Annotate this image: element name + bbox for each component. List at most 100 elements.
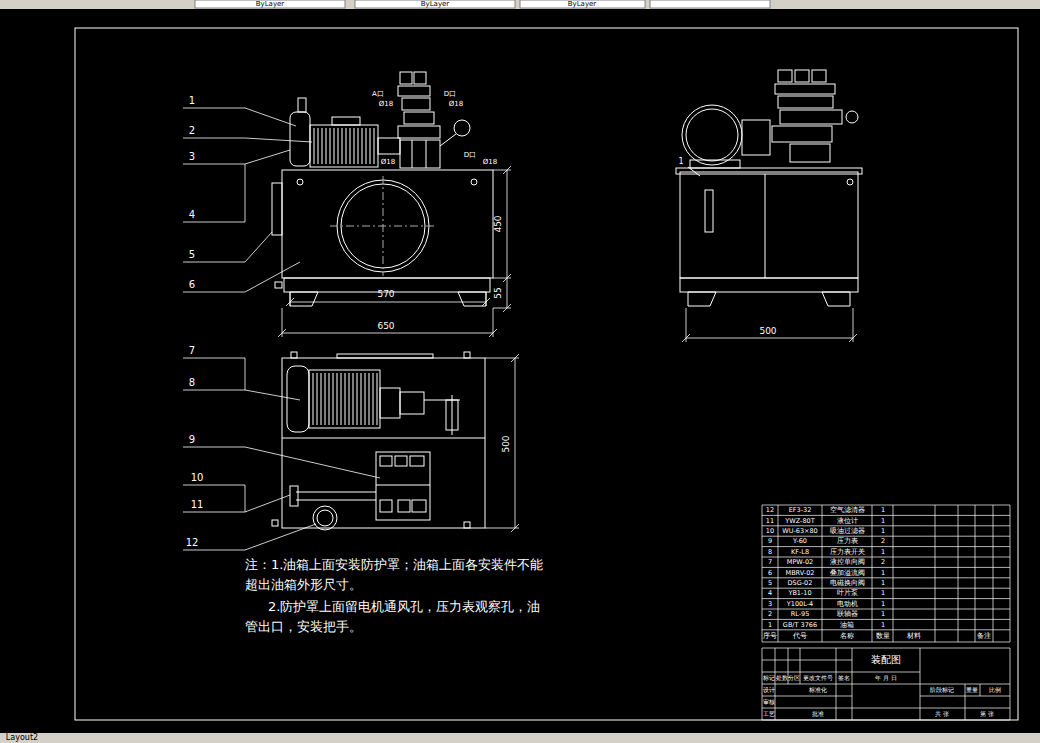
- table-cell: 2: [881, 559, 885, 566]
- callout-number: 8: [189, 378, 195, 388]
- table-cell: 3: [768, 601, 772, 608]
- port-label: A口: [372, 91, 384, 98]
- table-cell: 1: [768, 621, 772, 628]
- table-cell: 1: [881, 580, 885, 587]
- table-cell: EF3-32: [789, 507, 812, 514]
- table-cell: 2: [768, 611, 772, 618]
- dimension-text: 450: [494, 215, 503, 232]
- table-cell: 8: [768, 549, 772, 556]
- drawing-frame: [75, 28, 1018, 720]
- table-cell: 1: [881, 528, 885, 535]
- table-cell: GB/T 3766: [783, 621, 817, 628]
- dimension-text: 570: [377, 290, 394, 299]
- table-cell: RL-95: [791, 611, 810, 618]
- table-cell: 9: [768, 538, 772, 545]
- title-block-cell: 处数: [776, 675, 788, 681]
- front-view: [272, 72, 493, 306]
- table-header: 材料: [907, 633, 921, 640]
- table-cell: 油箱: [840, 621, 854, 628]
- table-cell: 电动机: [837, 601, 858, 608]
- title-block-cell: 共 张: [935, 711, 949, 717]
- title-block-cell: 比例: [989, 687, 1001, 693]
- callout-number: 2: [189, 126, 195, 136]
- title-block-cell: 第 张: [980, 711, 994, 717]
- toolbar-text: ByLayer: [568, 1, 596, 8]
- callout-number: 12: [186, 538, 199, 548]
- toolbar-text: ByLayer: [421, 1, 449, 8]
- dimension-text: 650: [377, 322, 394, 331]
- title-block-cell: 标记: [763, 675, 775, 681]
- title-block-cell: 工艺: [763, 711, 775, 717]
- table-cell: 12: [766, 507, 774, 514]
- table-header: 代号: [793, 633, 807, 640]
- layout-tab: Layout2: [6, 734, 38, 742]
- table-cell: KF-L8: [791, 549, 809, 556]
- table-cell: MBRV-02: [786, 569, 815, 576]
- drawing-title: 装配图: [871, 655, 901, 665]
- port-label: Ø18: [483, 159, 497, 166]
- table-cell: DSG-02: [788, 580, 813, 587]
- title-block-cell: 审核: [763, 699, 775, 705]
- table-cell: 10: [766, 528, 774, 535]
- callout-number: 1: [678, 158, 683, 166]
- dimension-lines: [278, 166, 857, 532]
- title-block-cell: 设计: [763, 687, 775, 693]
- table-cell: 1: [881, 611, 885, 618]
- title-block-cell: 年 月 日: [875, 675, 897, 681]
- table-cell: 7: [768, 559, 772, 566]
- callout-number: 3: [189, 152, 195, 162]
- table-cell: 1: [881, 507, 885, 514]
- port-label: Ø18: [449, 101, 463, 108]
- table-cell: 叶片泵: [837, 590, 858, 597]
- dimension-text: 500: [759, 327, 776, 336]
- note-text: 注：1.油箱上面安装防护罩；油箱上面各安装件不能超出油箱外形尺寸。: [245, 555, 545, 595]
- port-label: D口: [464, 152, 476, 159]
- callout-number: 6: [189, 280, 195, 290]
- port-label: D口: [444, 91, 456, 98]
- table-cell: Y100L-4: [787, 601, 813, 608]
- dimension-text: 500: [502, 435, 511, 452]
- note-text: 2.防护罩上面留电机通风孔，压力表观察孔，油管出口，安装把手。: [245, 597, 545, 637]
- table-header: 序号: [763, 633, 777, 640]
- callout-number: 1: [189, 96, 195, 106]
- table-header: 名称: [840, 633, 854, 640]
- table-cell: Y-60: [793, 538, 807, 545]
- table-cell: 1: [881, 590, 885, 597]
- title-block-cell: 分区: [788, 675, 800, 681]
- callout-number: 10: [191, 473, 204, 483]
- callout-number: 5: [189, 250, 195, 260]
- table-cell: 2: [881, 538, 885, 545]
- toolbar-text: ByLayer: [256, 1, 284, 8]
- table-cell: 6: [768, 569, 772, 576]
- table-cell: 压力表: [837, 538, 858, 545]
- table-cell: 1: [881, 549, 885, 556]
- parts-table-grid: [762, 505, 1010, 720]
- table-cell: 叠加溢流阀: [830, 569, 865, 576]
- table-cell: WU-63×80: [782, 528, 818, 535]
- table-cell: 1: [881, 621, 885, 628]
- title-block-cell: 签名: [838, 675, 850, 681]
- table-cell: 联轴器: [837, 611, 858, 618]
- callout-number: 7: [189, 346, 195, 356]
- port-label: Ø18: [379, 101, 393, 108]
- table-cell: YWZ-80T: [785, 517, 814, 524]
- callout-number: 11: [191, 500, 204, 510]
- side-view: [676, 70, 862, 306]
- table-cell: 液位计: [837, 517, 858, 524]
- title-block-cell: 批准: [812, 711, 824, 717]
- table-cell: 压力表开关: [830, 549, 865, 556]
- leader-lines: [183, 108, 380, 550]
- title-block-cell: 阶段标记: [930, 687, 954, 693]
- table-header: 备注: [977, 633, 991, 640]
- table-cell: YB1-10: [788, 590, 811, 597]
- table-cell: 电磁换向阀: [830, 580, 865, 587]
- title-block-cell: 标准化: [809, 687, 827, 693]
- top-view: [272, 352, 485, 530]
- table-cell: 5: [768, 580, 772, 587]
- callout-number: 9: [189, 435, 195, 445]
- title-block-cell: 重量: [966, 687, 978, 693]
- table-cell: MPW-02: [787, 559, 813, 566]
